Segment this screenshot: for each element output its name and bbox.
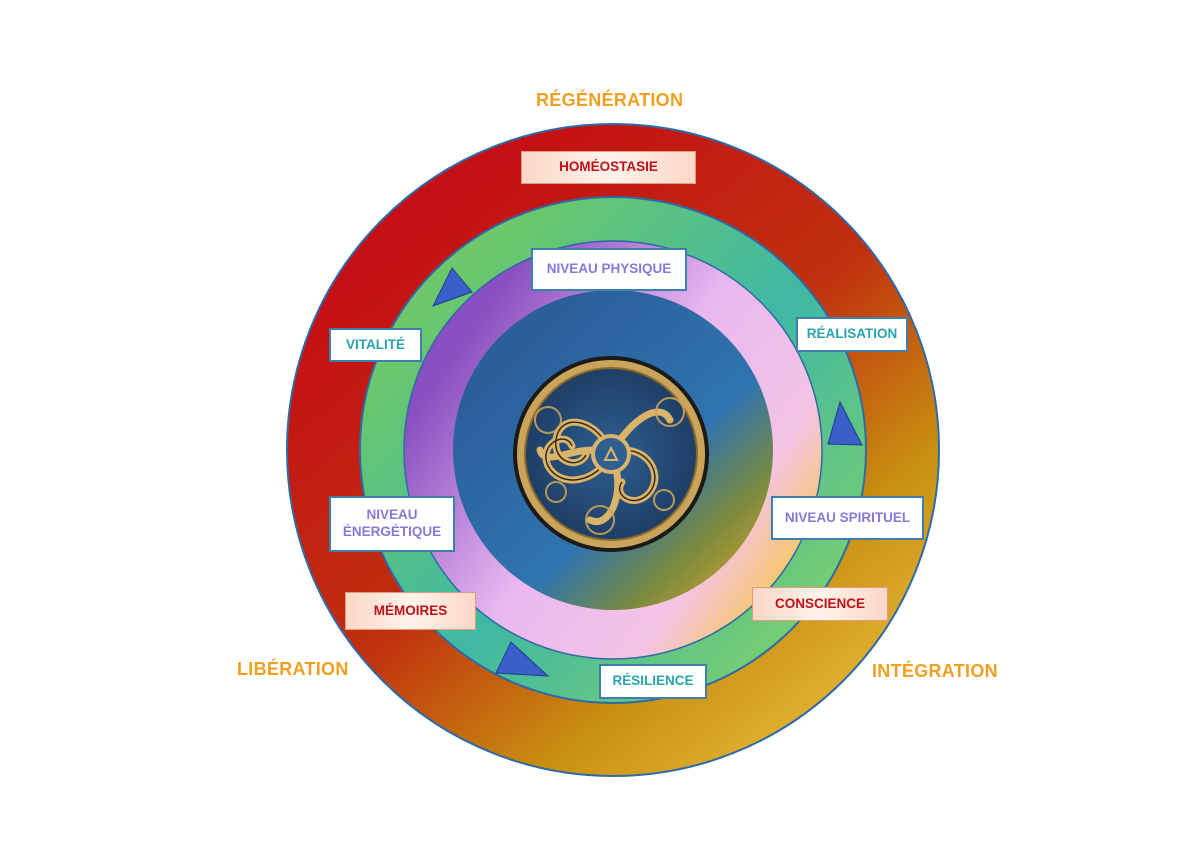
box-homeostasie: HOMÉOSTASIE bbox=[521, 151, 696, 184]
box-niveau-spirituel: NIVEAU SPIRITUEL bbox=[771, 496, 924, 540]
label-integration: INTÉGRATION bbox=[872, 661, 998, 681]
celtic-triskelion-icon bbox=[513, 356, 709, 552]
box-memoires: MÉMOIRES bbox=[345, 592, 476, 630]
arrow-right-icon bbox=[827, 400, 863, 446]
niveau-energetique-line1: NIVEAU bbox=[366, 507, 418, 523]
label-regeneration: RÉGÉNÉRATION bbox=[536, 90, 684, 110]
niveau-energetique-line2: ÉNERGÉTIQUE bbox=[342, 524, 442, 539]
box-conscience: CONSCIENCE bbox=[752, 587, 888, 621]
box-niveau-physique: NIVEAU PHYSIQUE bbox=[531, 248, 687, 291]
arrow-top-left-icon bbox=[431, 267, 473, 307]
box-vitalite: VITALITÉ bbox=[329, 328, 422, 362]
label-liberation: LIBÉRATION bbox=[237, 659, 349, 679]
box-niveau-energetique: NIVEAU ÉNERGÉTIQUE bbox=[329, 496, 455, 552]
box-resilience: RÉSILIENCE bbox=[599, 664, 707, 699]
box-realisation: RÉALISATION bbox=[796, 317, 908, 352]
arrow-bottom-icon bbox=[495, 641, 550, 677]
